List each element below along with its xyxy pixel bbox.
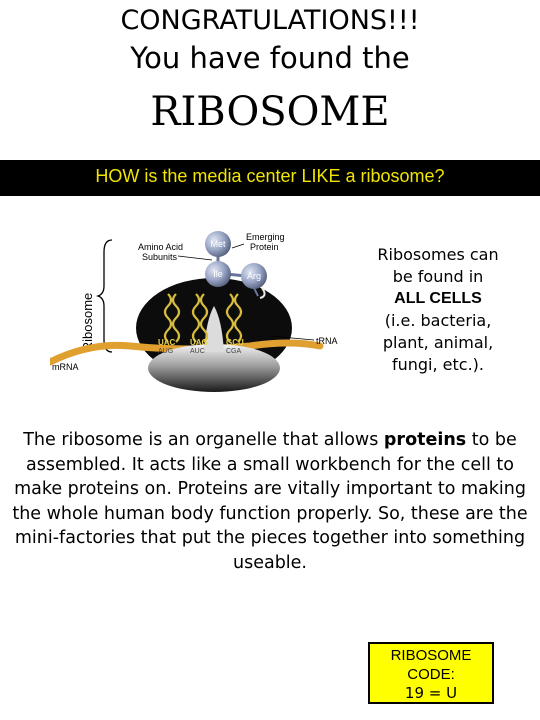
anticodon-1: UAC (158, 338, 176, 347)
question-banner: HOW is the media center LIKE a ribosome? (0, 160, 540, 196)
codon-3: CGA (226, 348, 242, 355)
arg-sphere (241, 263, 267, 289)
code-value: 19 = U (404, 684, 458, 702)
side-note-emphasis: ALL CELLS (394, 290, 482, 307)
code-heading: RIBOSOME CODE: (390, 647, 472, 683)
ribosome-illustration: Ribosome Amino Acid Subunits Emerging Pr… (46, 231, 338, 392)
side-note: Ribosomes can be found in ALL CELLS (i.e… (366, 244, 510, 376)
subunits-label: Subunits (142, 252, 178, 262)
arg-label: Arg (247, 271, 261, 281)
codon-1: AUG (158, 348, 173, 355)
trna-pointer (269, 335, 315, 341)
trna-label: tRNA (316, 336, 338, 346)
banner-question: HOW is the media center LIKE a ribosome? (95, 166, 445, 186)
anticodon-2: UAG (190, 338, 208, 347)
anticodon-3: GCU (226, 338, 244, 347)
ile-sphere (205, 261, 231, 287)
amino-pointer (177, 255, 213, 261)
ribosome-code-box: RIBOSOME CODE: 19 = U (368, 642, 494, 704)
ribosome-bracket (95, 239, 113, 353)
ile-label: Ile (213, 269, 223, 279)
side-note-line-2: (i.e. bacteria, plant, animal, fungi, et… (382, 311, 494, 374)
peptide-link-3 (253, 287, 259, 297)
ribosome-small-subunit (148, 344, 280, 392)
emerging-label: Emerging (246, 232, 285, 242)
paragraph-before: The ribosome is an organelle that allows (23, 430, 384, 450)
emerging-pointer (231, 243, 245, 249)
ribosome-side-label: Ribosome (80, 293, 95, 352)
description-paragraph: The ribosome is an organelle that allows… (10, 428, 530, 575)
amino-acid-label: Amino Acid (138, 242, 183, 252)
ribosome-diagram: Ribosome Amino Acid Subunits Emerging Pr… (46, 222, 370, 402)
title-line-2: You have found the (130, 41, 410, 75)
paragraph-bold-word: proteins (383, 430, 467, 450)
title-line-1: CONGRATULATIONS!!! (120, 5, 420, 36)
met-sphere (205, 231, 231, 257)
trna-strands (163, 293, 243, 343)
side-note-line-1: Ribosomes can be found in (377, 245, 499, 286)
mrna-label: mRNA (52, 362, 79, 372)
protein-label: Protein (250, 242, 279, 252)
paragraph-after: to be assembled. It acts like a small wo… (12, 430, 528, 573)
arg-hook (259, 287, 266, 299)
page-title: RIBOSOME (150, 89, 390, 135)
codon-2: AUC (190, 348, 205, 355)
ribosome-tunnel (204, 306, 224, 352)
met-label: Met (210, 239, 226, 249)
